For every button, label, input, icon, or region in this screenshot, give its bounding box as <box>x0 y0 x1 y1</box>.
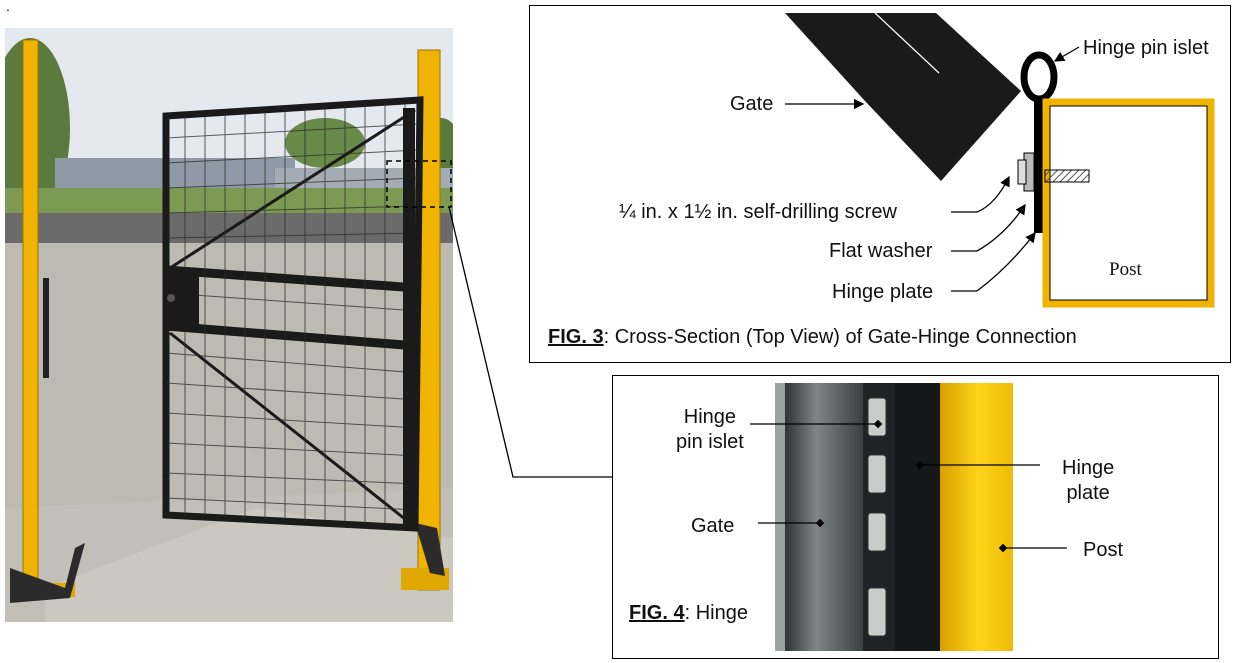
fig4-label-hinge-pin-islet: Hinge pin islet <box>676 406 744 453</box>
fig3-drawing <box>785 12 1215 308</box>
fig3-label-flat-washer: Flat washer <box>829 240 933 262</box>
fig4-caption: FIG. 4: Hinge <box>629 602 754 625</box>
fig4-label-post: Post <box>1083 539 1124 561</box>
fig3-label-screw: ¼ in. x 1½ in. self-drilling screw <box>619 201 897 223</box>
fig4-caption-text: : Hinge <box>684 602 748 624</box>
hinge-photo <box>775 383 1025 651</box>
fig3-caption-text: : Cross-Section (Top View) of Gate-Hinge… <box>603 326 1077 348</box>
fig3-label-post: Post <box>1109 259 1142 280</box>
fig3-label-hinge-pin-islet: Hinge pin islet <box>1083 37 1209 59</box>
hinge-photo-drawing <box>775 383 1025 651</box>
fig4-label-hinge-plate: Hinge plate <box>1062 457 1115 504</box>
fig3-caption: FIG. 3: Cross-Section (Top View) of Gate… <box>548 326 1077 349</box>
fig3-label-hinge-plate: Hinge plate <box>832 281 934 303</box>
fig4-label-gate: Gate <box>691 515 735 537</box>
fig4-number: FIG. 4 <box>629 602 685 624</box>
fig3-label-gate: Gate <box>730 93 774 115</box>
gate-photo <box>5 28 453 622</box>
stray-mark: . <box>6 0 10 14</box>
fig3-number: FIG. 3 <box>548 326 604 348</box>
gate-photo-drawing <box>5 28 453 622</box>
